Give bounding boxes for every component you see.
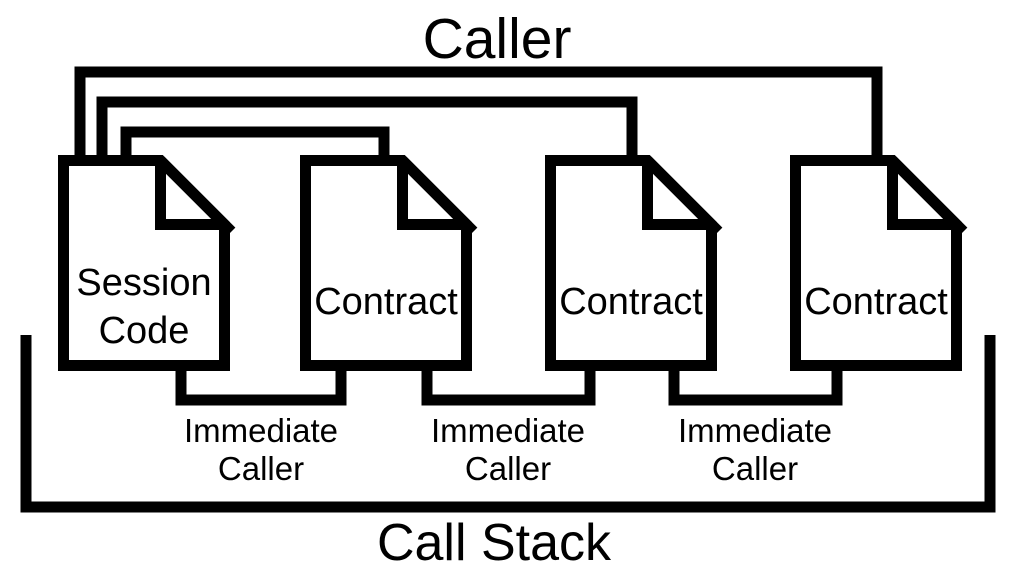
caller-bracket-middle (96, 96, 638, 166)
immediate-caller-1: Immediate Caller (175, 360, 347, 487)
document-contract-1: Contract (300, 155, 478, 371)
document-icon (790, 155, 962, 371)
immediate-caller-label-line2: Caller (712, 450, 798, 487)
immediate-caller-label-line1: Immediate (678, 412, 832, 449)
immediate-caller-label-line2: Caller (465, 450, 551, 487)
immediate-caller-bracket (668, 360, 843, 406)
immediate-caller-label-line2: Caller (218, 450, 304, 487)
document-label: Contract (559, 281, 703, 323)
document-session-code: Session Code (58, 155, 236, 371)
caller-title: Caller (423, 7, 572, 71)
document-label-line1: Session (76, 262, 211, 304)
document-contract-3: Contract (790, 155, 968, 371)
document-contract-2: Contract (545, 155, 723, 371)
document-fold-flap (155, 160, 225, 230)
document-icon (545, 155, 717, 371)
call-stack-title: Call Stack (377, 514, 612, 572)
document-label: Contract (804, 281, 948, 323)
caller-bracket-inner (120, 126, 390, 166)
document-icon (58, 155, 230, 371)
document-fold-flap (397, 160, 467, 230)
document-fold-flap (887, 160, 957, 230)
document-fold-flap (642, 160, 712, 230)
immediate-caller-3: Immediate Caller (668, 360, 843, 487)
document-label: Contract (314, 281, 458, 323)
immediate-caller-2: Immediate Caller (421, 360, 596, 487)
caller-bracket-outer (74, 66, 883, 166)
document-icon (300, 155, 472, 371)
immediate-caller-bracket (421, 360, 596, 406)
immediate-caller-bracket (175, 360, 347, 406)
immediate-caller-label-line1: Immediate (184, 412, 338, 449)
call-stack-bracket (20, 335, 996, 513)
immediate-caller-label-line1: Immediate (431, 412, 585, 449)
document-label-line2: Code (99, 310, 190, 352)
